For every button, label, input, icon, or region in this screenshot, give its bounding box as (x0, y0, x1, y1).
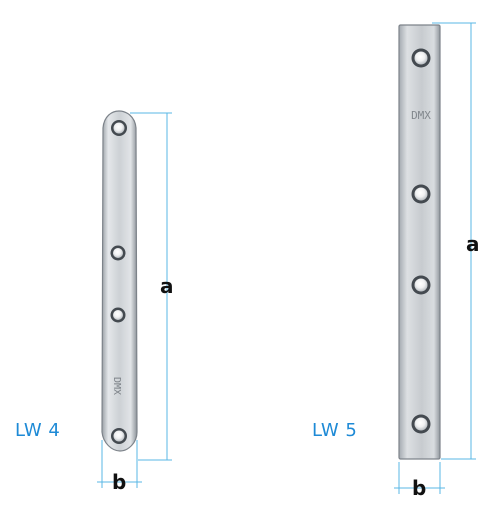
dimension-a-label-lw4: a (160, 274, 174, 298)
plate-lw5-body (398, 24, 441, 460)
dimension-lw5 (394, 22, 476, 494)
plate-lw4-hole-2 (110, 245, 126, 261)
plate-lw4: DMX (101, 110, 138, 452)
plate-lw4-engraving-text: DMX (111, 377, 122, 395)
plate-lw5-hole-1 (411, 48, 431, 68)
dimension-lw4 (97, 112, 172, 488)
plate-lw5-engraving-text: DMX (411, 109, 431, 122)
plate-lw4-hole-3 (110, 307, 126, 323)
plate-lw4-hole-1 (111, 120, 127, 136)
plate-lw5-hole-2 (411, 184, 431, 204)
plate-lw4-body (101, 110, 138, 452)
plate-lw4-hole-4 (111, 428, 127, 444)
product-label-lw4: LW 4 (15, 420, 61, 441)
plate-lw5-hole-4 (411, 414, 431, 434)
plate-lw4-engraving: DMX (111, 377, 122, 395)
dimension-b-label-lw4: b (112, 470, 127, 494)
product-label-lw5: LW 5 (312, 420, 358, 441)
dimension-a-label-lw5: a (466, 232, 480, 256)
dimension-b-label-lw5: b (412, 476, 427, 500)
plate-lw5: DMX (398, 24, 441, 460)
plate-lw5-hole-3 (411, 275, 431, 295)
